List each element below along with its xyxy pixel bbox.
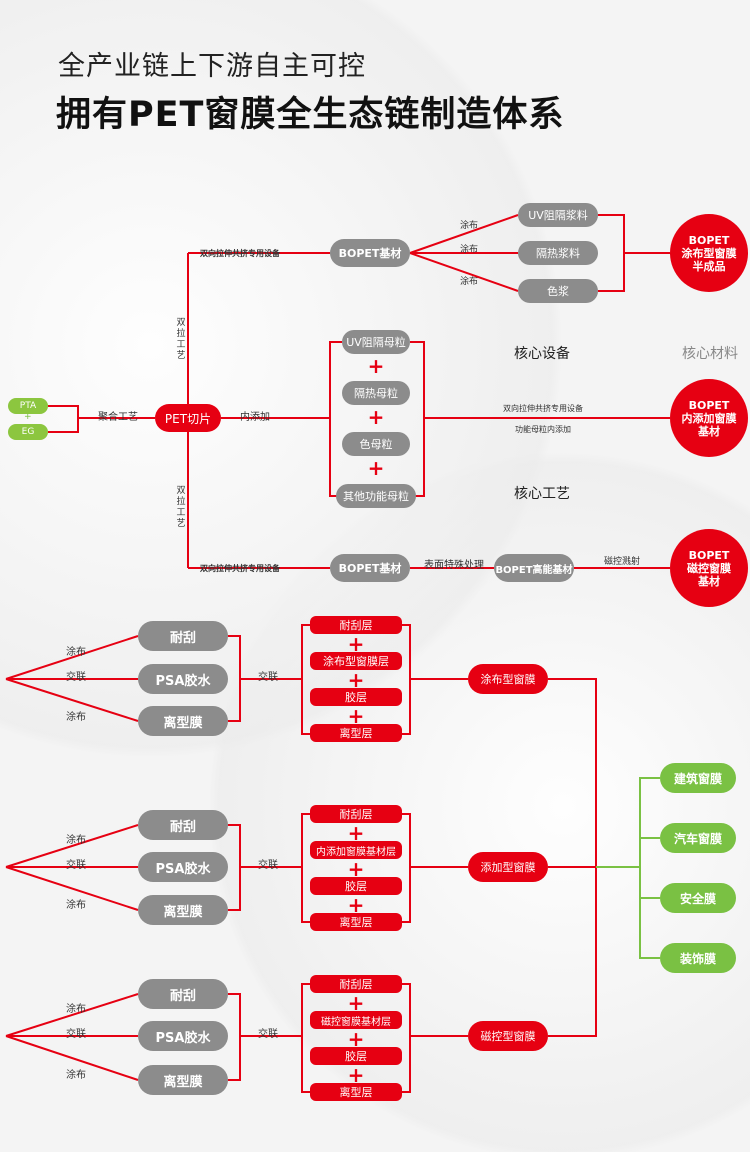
equipment-label-bottom: 双向拉伸共挤专用设备 xyxy=(200,564,280,573)
core-material-label: 核心材料 xyxy=(682,346,738,362)
layer-release: 离型层 xyxy=(310,913,402,931)
psa-node: PSA胶水 xyxy=(138,1021,228,1051)
psa-node: PSA胶水 xyxy=(138,852,228,882)
sputter-label: 磁控溅射 xyxy=(604,557,641,567)
pet-chip-node: PET切片 xyxy=(155,404,221,432)
layer-scratch: 耐刮层 xyxy=(310,805,402,823)
left-label-coat2: 涂布 xyxy=(66,900,86,911)
app-building: 建筑窗膜 xyxy=(660,763,736,793)
plus-icon: + xyxy=(347,632,365,656)
biaxial-label-top: 双拉工艺 xyxy=(176,318,186,361)
app-safety: 安全膜 xyxy=(660,883,736,913)
plus-icon: + xyxy=(367,456,385,480)
heat-slurry-node: 隔热浆料 xyxy=(518,241,598,265)
release-node: 离型膜 xyxy=(138,1065,228,1095)
result-inner-line2: 内添加窗膜 xyxy=(681,411,737,425)
plus-icon: + xyxy=(367,354,385,378)
mid-equipment-label: 双向拉伸共挤专用设备 xyxy=(503,404,583,413)
bopet-node-top: BOPET基材 xyxy=(330,239,410,267)
left-label-coat2: 涂布 xyxy=(66,1070,86,1081)
title-line2: 拥有PET窗膜全生态链制造体系 xyxy=(56,95,565,135)
result-magnetron-line2: 磁控窗膜 xyxy=(687,561,731,575)
result-magnetron-line3: 基材 xyxy=(698,574,720,588)
title-line1: 全产业链上下游自主可控 xyxy=(58,51,366,82)
result-coated-circle: BOPET 涂布型窗膜 半成品 xyxy=(670,214,748,292)
plus-icon: + xyxy=(367,405,385,429)
product-magnetron: 磁控型窗膜 xyxy=(468,1021,548,1051)
surface-treatment-label: 表面特殊处理 xyxy=(424,560,484,571)
layer-film: 磁控窗膜基材层 xyxy=(310,1011,402,1029)
add-inside-label: 内添加 xyxy=(240,412,270,423)
left-label-coat2: 涂布 xyxy=(66,712,86,723)
bopet-high-node: BOPET高能基材 xyxy=(494,554,574,582)
plus-icon: + xyxy=(347,1063,365,1087)
core-equipment-label: 核心设备 xyxy=(514,346,570,362)
masterbatch-uv: UV阻隔母粒 xyxy=(342,330,410,354)
result-magnetron-circle: BOPET 磁控窗膜 基材 xyxy=(670,529,748,607)
product-coated: 涂布型窗膜 xyxy=(468,664,548,694)
result-coated-line1: BOPET xyxy=(688,233,730,247)
layer-glue: 胶层 xyxy=(310,1047,402,1065)
cross-label: 交联 xyxy=(258,1029,278,1040)
polymerization-label: 聚合工艺 xyxy=(98,412,138,423)
scratch-node: 耐刮 xyxy=(138,979,228,1009)
psa-node: PSA胶水 xyxy=(138,664,228,694)
masterbatch-heat: 隔热母粒 xyxy=(342,381,410,405)
layer-glue: 胶层 xyxy=(310,877,402,895)
biaxial-label-bottom: 双拉工艺 xyxy=(176,486,186,529)
plus-icon: + xyxy=(347,857,365,881)
pta-node: PTA xyxy=(8,398,48,414)
layer-release: 离型层 xyxy=(310,724,402,742)
product-added: 添加型窗膜 xyxy=(468,852,548,882)
app-auto: 汽车窗膜 xyxy=(660,823,736,853)
layer-scratch: 耐刮层 xyxy=(310,975,402,993)
left-label-cross: 交联 xyxy=(66,860,86,871)
plus-icon: + xyxy=(347,668,365,692)
result-inner-line1: BOPET xyxy=(688,398,730,412)
result-coated-line3: 半成品 xyxy=(692,259,726,273)
left-label-coat: 涂布 xyxy=(66,835,86,846)
uv-slurry-node: UV阻隔浆料 xyxy=(518,203,598,227)
cross-label: 交联 xyxy=(258,860,278,871)
coating-label-1: 涂布 xyxy=(460,221,479,231)
masterbatch-color: 色母粒 xyxy=(342,432,410,456)
app-decor: 装饰膜 xyxy=(660,943,736,973)
scratch-node: 耐刮 xyxy=(138,810,228,840)
release-node: 离型膜 xyxy=(138,706,228,736)
coating-label-2: 涂布 xyxy=(460,245,479,255)
plus-icon: + xyxy=(347,821,365,845)
left-label-cross: 交联 xyxy=(66,672,86,683)
scratch-node: 耐刮 xyxy=(138,621,228,651)
layer-scratch: 耐刮层 xyxy=(310,616,402,634)
plus-icon: + xyxy=(347,893,365,917)
left-label-coat: 涂布 xyxy=(66,1004,86,1015)
eg-node: EG xyxy=(8,424,48,440)
result-magnetron-line1: BOPET xyxy=(688,548,730,562)
left-label-coat: 涂布 xyxy=(66,647,86,658)
raw-plus: + xyxy=(24,412,32,422)
left-label-cross: 交联 xyxy=(66,1029,86,1040)
layer-film: 内添加窗膜基材层 xyxy=(310,841,402,859)
layer-glue: 胶层 xyxy=(310,688,402,706)
result-inner-line3: 基材 xyxy=(698,424,720,438)
masterbatch-other: 其他功能母粒 xyxy=(336,484,416,508)
layer-film: 涂布型窗膜层 xyxy=(310,652,402,670)
release-node: 离型膜 xyxy=(138,895,228,925)
color-slurry-node: 色浆 xyxy=(518,279,598,303)
core-process-label: 核心工艺 xyxy=(514,486,570,502)
result-coated-line2: 涂布型窗膜 xyxy=(681,246,737,260)
layer-release: 离型层 xyxy=(310,1083,402,1101)
cross-label: 交联 xyxy=(258,672,278,683)
plus-icon: + xyxy=(347,1027,365,1051)
coating-label-3: 涂布 xyxy=(460,277,479,287)
bopet-node-bottom: BOPET基材 xyxy=(330,554,410,582)
plus-icon: + xyxy=(347,704,365,728)
equipment-label-top: 双向拉伸共挤专用设备 xyxy=(200,249,280,258)
plus-icon: + xyxy=(347,991,365,1015)
result-inner-circle: BOPET 内添加窗膜 基材 xyxy=(670,379,748,457)
func-masterbatch-label: 功能母粒内添加 xyxy=(515,425,571,434)
